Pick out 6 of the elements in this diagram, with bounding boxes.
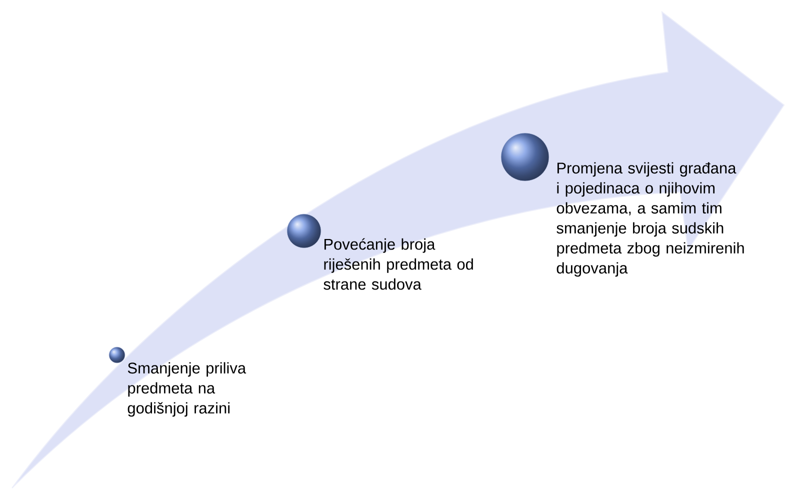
- step-text: Smanjenje priliva predmeta na godišnjoj razini: [128, 362, 246, 417]
- step-text: Povećanje broja riješenih predmeta od strane sudova: [324, 238, 473, 290]
- step-circle: [500, 132, 550, 182]
- step-circle: [286, 214, 322, 248]
- step-circle: [108, 346, 126, 364]
- step-text: Promjena svijesti građana i pojedinaca o njihovim obvezama, a samim tim smanjenje broja sudskih predmeta zbog neizmirenih dugovanja: [556, 162, 744, 277]
